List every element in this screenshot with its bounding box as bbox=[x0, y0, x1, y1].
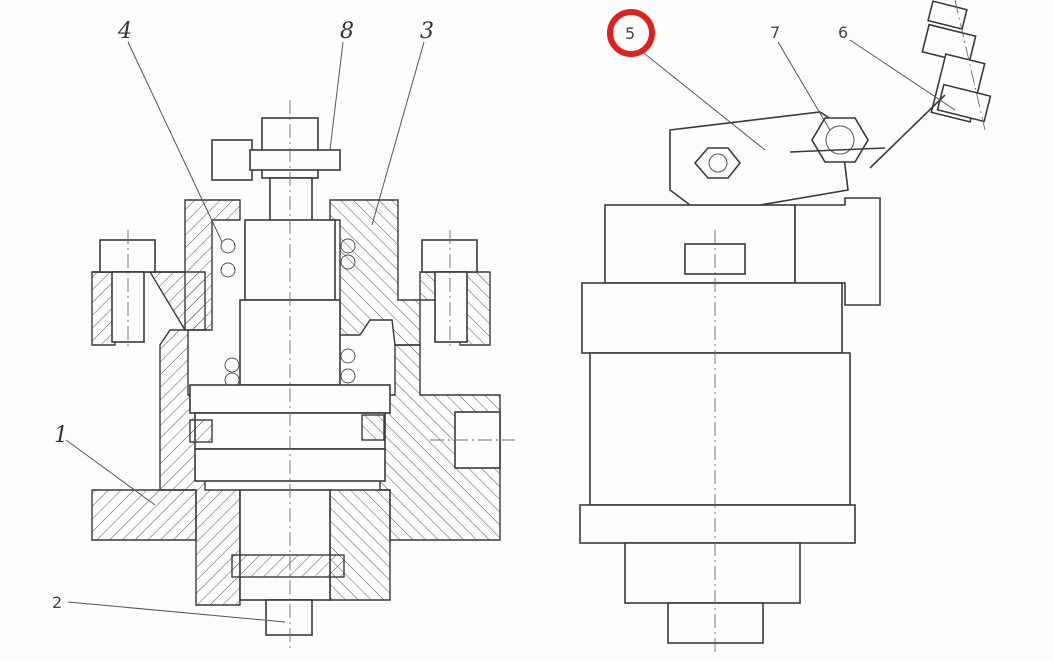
leader-6 bbox=[849, 39, 956, 111]
leader-3 bbox=[371, 41, 425, 226]
callout-8: 8 bbox=[340, 19, 354, 44]
main-housing bbox=[589, 352, 851, 506]
callout-2: 2 bbox=[52, 593, 62, 612]
lever-nut-bore bbox=[708, 153, 728, 173]
highlight-circle bbox=[607, 9, 655, 57]
bolt-shank-right bbox=[434, 271, 468, 343]
shaft-end bbox=[265, 599, 313, 636]
callout-1: 1 bbox=[54, 423, 68, 448]
lower-cylinder bbox=[624, 542, 801, 604]
section-view bbox=[91, 100, 515, 650]
leader-lines bbox=[65, 39, 956, 623]
lower-seal bbox=[231, 554, 345, 578]
body-right-upper bbox=[329, 199, 421, 346]
screw-axis bbox=[954, 0, 986, 131]
screw-link bbox=[869, 94, 946, 169]
pin-8 bbox=[249, 149, 341, 171]
upper-housing bbox=[581, 282, 843, 354]
leader-4 bbox=[127, 41, 223, 243]
seal-right bbox=[361, 414, 385, 441]
body-left-base bbox=[91, 489, 197, 541]
callout-4: 4 bbox=[117, 19, 132, 44]
body-left-upper bbox=[148, 199, 241, 331]
leader-5 bbox=[639, 49, 766, 151]
seal-left bbox=[189, 419, 213, 443]
bolt-head-right bbox=[421, 239, 478, 273]
lever-arm-5 bbox=[669, 111, 849, 206]
leader-1 bbox=[65, 439, 156, 506]
callout-6: 6 bbox=[838, 23, 848, 42]
nut-7 bbox=[811, 117, 869, 163]
nut-8 bbox=[211, 139, 253, 181]
base-flange bbox=[579, 504, 856, 544]
adjusting-screw-6 bbox=[869, 0, 992, 169]
shaft-stub bbox=[667, 602, 764, 644]
lever-nut bbox=[693, 147, 742, 179]
leader-8 bbox=[329, 41, 344, 151]
leader-2 bbox=[67, 601, 286, 623]
pin-7 bbox=[789, 147, 886, 153]
leader-7 bbox=[777, 41, 831, 131]
lower-stem bbox=[239, 489, 331, 601]
nut-7-bore bbox=[825, 125, 855, 155]
callout-7: 7 bbox=[770, 23, 780, 42]
bolt-head-left bbox=[99, 239, 156, 273]
callout-5: 5 bbox=[625, 24, 635, 43]
body-right-lower bbox=[329, 489, 391, 601]
callout-3: 3 bbox=[420, 19, 434, 44]
exterior-view bbox=[579, 0, 992, 655]
